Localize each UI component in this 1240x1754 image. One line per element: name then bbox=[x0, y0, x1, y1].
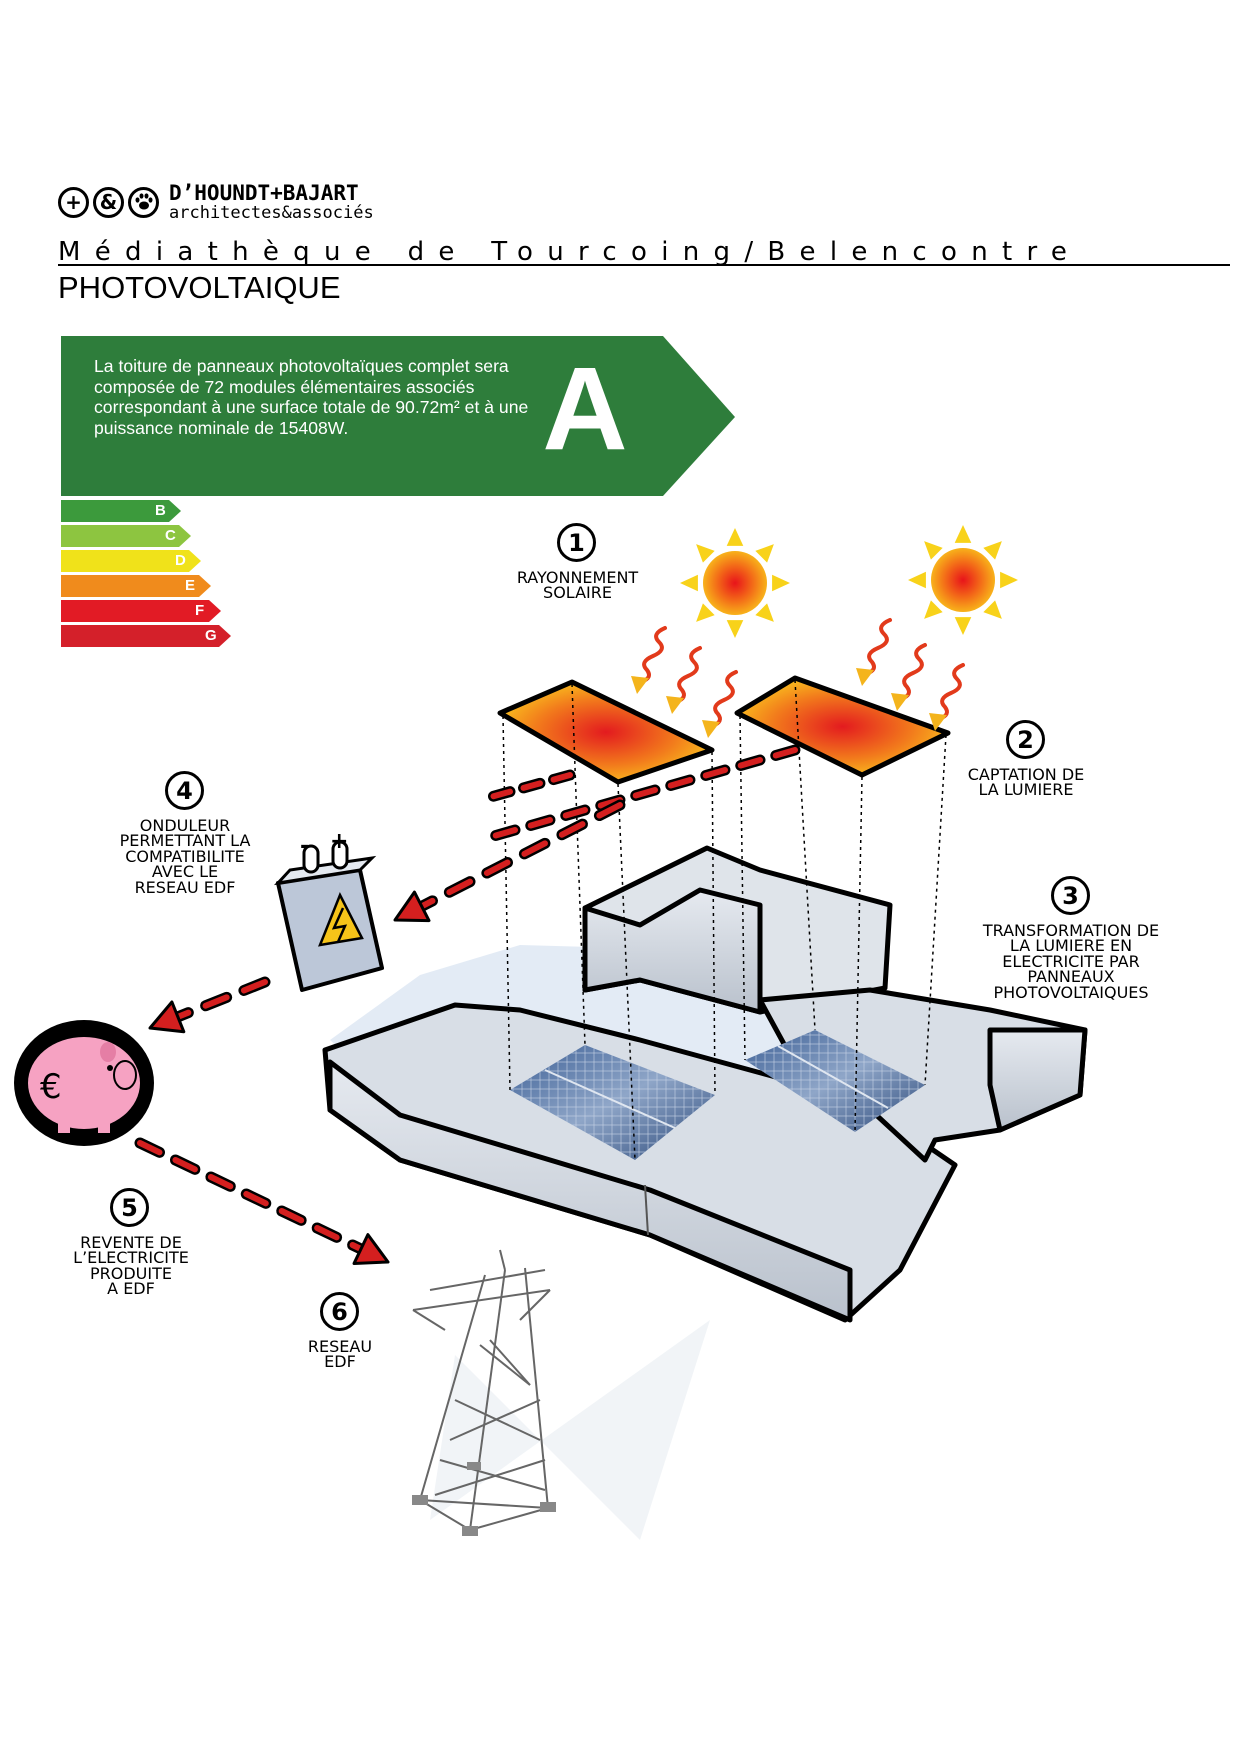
piggy-bank-icon bbox=[14, 1020, 154, 1146]
project-title: Médiathèque de Tourcoing/Belencontre bbox=[58, 237, 1082, 267]
step-2-label: CAPTATION DE LA LUMIERE bbox=[967, 765, 1085, 800]
firm-wordmark: D’HOUNDT+BAJART architectes&associés bbox=[169, 180, 374, 223]
step-2-number: 2 bbox=[1006, 720, 1045, 759]
step-6-number: 6 bbox=[320, 1292, 359, 1331]
step-5-label: REVENTE DE L’ELECTRICITE PRODUITE A EDF bbox=[73, 1233, 189, 1299]
energy-class-bar-e bbox=[61, 575, 211, 597]
projection-lines bbox=[502, 679, 947, 1161]
step-6-label: RESEAU EDF bbox=[307, 1337, 373, 1372]
battery-minus-label: - bbox=[300, 834, 309, 859]
energy-grade-letter: A bbox=[542, 343, 628, 475]
inverter-icon bbox=[273, 840, 384, 992]
step-5-number: 5 bbox=[110, 1188, 149, 1227]
title-divider bbox=[58, 264, 1230, 266]
grade-a-banner bbox=[61, 336, 735, 496]
pv-panel-left bbox=[510, 1045, 715, 1160]
step-1-label: RAYONNEMENT SOLAIRE bbox=[516, 568, 639, 603]
installation-description: La toiture de panneaux photovoltaïques c… bbox=[94, 356, 529, 438]
sun-icon bbox=[680, 528, 790, 638]
step-4-number: 4 bbox=[165, 771, 204, 810]
firm-name: D’HOUNDT+BAJART bbox=[169, 180, 359, 205]
building-seam bbox=[644, 1184, 649, 1236]
energy-class-bar-c bbox=[61, 525, 191, 547]
page-title: PHOTOVOLTAIQUE bbox=[58, 270, 341, 305]
transmission-tower-icon bbox=[412, 1249, 710, 1540]
ampersand-logo-icon: & bbox=[93, 186, 124, 218]
energy-class-label-e: E bbox=[185, 577, 196, 594]
collector-plate-right bbox=[734, 675, 951, 778]
building-model bbox=[322, 845, 1088, 1323]
solar-ray-arrows bbox=[631, 618, 965, 738]
collector-plate-left bbox=[497, 679, 715, 785]
euro-icon: € bbox=[40, 1067, 62, 1107]
sun-icon bbox=[908, 525, 1018, 635]
step-1-number: 1 bbox=[557, 523, 596, 562]
firm-logo: + & D’HOUNDT+BAJART architectes&associés bbox=[58, 182, 374, 222]
tower-foundations bbox=[412, 1462, 556, 1536]
firm-subtitle: architectes&associés bbox=[169, 202, 374, 223]
energy-class-bar-g bbox=[61, 625, 231, 647]
energy-class-bar-b bbox=[61, 500, 181, 522]
energy-flow-arrows bbox=[134, 744, 801, 1265]
step-3-label: TRANSFORMATION DE LA LUMIERE EN ELECTRIC… bbox=[982, 921, 1160, 1002]
pv-panel-right bbox=[745, 1030, 925, 1132]
energy-class-label-f: F bbox=[195, 602, 205, 619]
energy-class-label-b: B bbox=[155, 502, 166, 519]
energy-class-bar-f bbox=[61, 600, 221, 622]
battery-plus-label: + bbox=[330, 829, 348, 854]
energy-class-label-c: C bbox=[165, 527, 176, 544]
energy-class-label-d: D bbox=[175, 552, 186, 569]
paw-logo-icon bbox=[128, 186, 159, 218]
energy-class-bars bbox=[61, 500, 231, 647]
energy-class-bar-d bbox=[61, 550, 201, 572]
step-4-label: ONDULEUR PERMETTANT LA COMPATIBILITE AVE… bbox=[119, 816, 251, 897]
step-3-number: 3 bbox=[1051, 876, 1090, 915]
energy-class-label-g: G bbox=[205, 627, 217, 644]
plus-logo-icon: + bbox=[58, 186, 89, 218]
